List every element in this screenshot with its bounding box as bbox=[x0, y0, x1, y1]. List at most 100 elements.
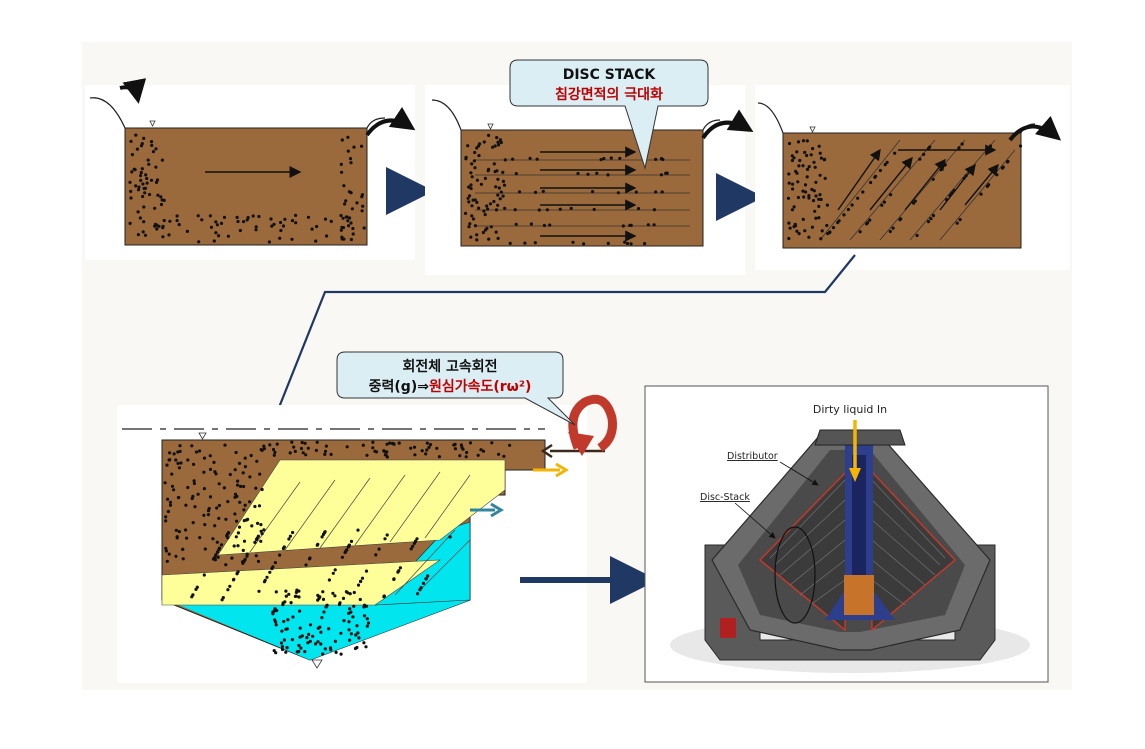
particle bbox=[882, 200, 887, 204]
particle bbox=[254, 554, 258, 558]
callout-centrifugal: 회전체 고속회전 중력(g)⇒원심가속도(rω²) bbox=[336, 351, 576, 426]
particle bbox=[203, 547, 207, 551]
inclined-discs bbox=[249, 471, 471, 596]
particle bbox=[211, 537, 215, 541]
particle bbox=[282, 545, 286, 549]
particle bbox=[495, 136, 499, 140]
particle bbox=[475, 178, 479, 182]
particle bbox=[159, 202, 164, 207]
particle bbox=[256, 521, 260, 526]
inclined-plates bbox=[819, 139, 1016, 241]
particle bbox=[437, 455, 441, 459]
particle bbox=[294, 221, 298, 225]
particle bbox=[235, 215, 239, 219]
particle bbox=[576, 171, 580, 176]
particle bbox=[798, 158, 802, 163]
particle bbox=[362, 605, 366, 609]
particle bbox=[469, 186, 473, 191]
particle bbox=[970, 167, 974, 171]
particle bbox=[790, 158, 795, 163]
particle bbox=[625, 241, 630, 246]
particle bbox=[377, 547, 381, 551]
particle bbox=[496, 203, 500, 207]
particle bbox=[219, 543, 224, 547]
particle bbox=[479, 448, 483, 452]
particle bbox=[129, 196, 133, 200]
particle bbox=[242, 484, 246, 489]
particle bbox=[883, 163, 887, 167]
particle bbox=[347, 611, 351, 616]
outflow-arrow bbox=[365, 106, 416, 137]
particle bbox=[542, 223, 547, 228]
particle bbox=[529, 222, 534, 226]
particle bbox=[128, 180, 132, 184]
particle bbox=[139, 170, 143, 175]
particle bbox=[154, 165, 158, 169]
particle bbox=[483, 213, 487, 217]
particle bbox=[224, 563, 228, 567]
particle bbox=[294, 590, 298, 595]
particle bbox=[791, 187, 795, 191]
particle bbox=[349, 221, 353, 225]
particle bbox=[217, 516, 221, 521]
particle bbox=[602, 156, 606, 161]
particle bbox=[869, 180, 873, 185]
particle bbox=[306, 215, 311, 219]
particle bbox=[960, 142, 964, 146]
particle bbox=[915, 233, 919, 238]
particle bbox=[496, 193, 500, 197]
particle bbox=[231, 578, 236, 582]
particle bbox=[258, 472, 262, 476]
particle bbox=[797, 164, 801, 168]
particle bbox=[260, 532, 264, 536]
particle bbox=[348, 607, 352, 611]
particle bbox=[228, 472, 232, 477]
particle bbox=[327, 578, 331, 582]
particle bbox=[334, 650, 338, 655]
particle bbox=[259, 523, 263, 527]
particle bbox=[413, 539, 418, 544]
particle bbox=[802, 195, 806, 199]
particle bbox=[486, 169, 490, 173]
particle bbox=[242, 539, 247, 543]
particle bbox=[880, 203, 884, 207]
particle bbox=[452, 443, 456, 447]
particle bbox=[323, 449, 328, 453]
particle bbox=[362, 641, 366, 645]
particle bbox=[246, 216, 250, 220]
particle bbox=[469, 171, 473, 175]
particle bbox=[278, 236, 282, 240]
particle bbox=[156, 193, 160, 197]
particle bbox=[503, 158, 507, 162]
particle bbox=[154, 147, 158, 151]
particle bbox=[170, 484, 175, 488]
particle bbox=[807, 165, 811, 169]
particle bbox=[898, 218, 902, 222]
particle bbox=[360, 144, 364, 148]
particle bbox=[290, 219, 295, 223]
particle bbox=[814, 194, 818, 198]
particle bbox=[168, 500, 173, 504]
particle bbox=[464, 455, 468, 459]
particle bbox=[463, 211, 468, 215]
particle bbox=[818, 151, 822, 155]
particle bbox=[812, 189, 816, 193]
particle bbox=[817, 197, 821, 201]
particle bbox=[290, 638, 294, 642]
particle bbox=[339, 652, 343, 656]
particle bbox=[192, 462, 196, 466]
particle bbox=[141, 182, 145, 186]
particle bbox=[318, 595, 322, 599]
distributor-label: Distributor bbox=[727, 451, 778, 462]
particle bbox=[323, 647, 327, 651]
particle bbox=[918, 157, 922, 161]
particle bbox=[501, 170, 505, 174]
particle bbox=[222, 215, 227, 219]
particle bbox=[185, 536, 189, 540]
particle bbox=[494, 185, 498, 189]
particle bbox=[962, 176, 966, 180]
particle bbox=[468, 222, 472, 226]
particle bbox=[893, 151, 897, 155]
particle bbox=[142, 136, 146, 140]
particle bbox=[243, 465, 247, 469]
